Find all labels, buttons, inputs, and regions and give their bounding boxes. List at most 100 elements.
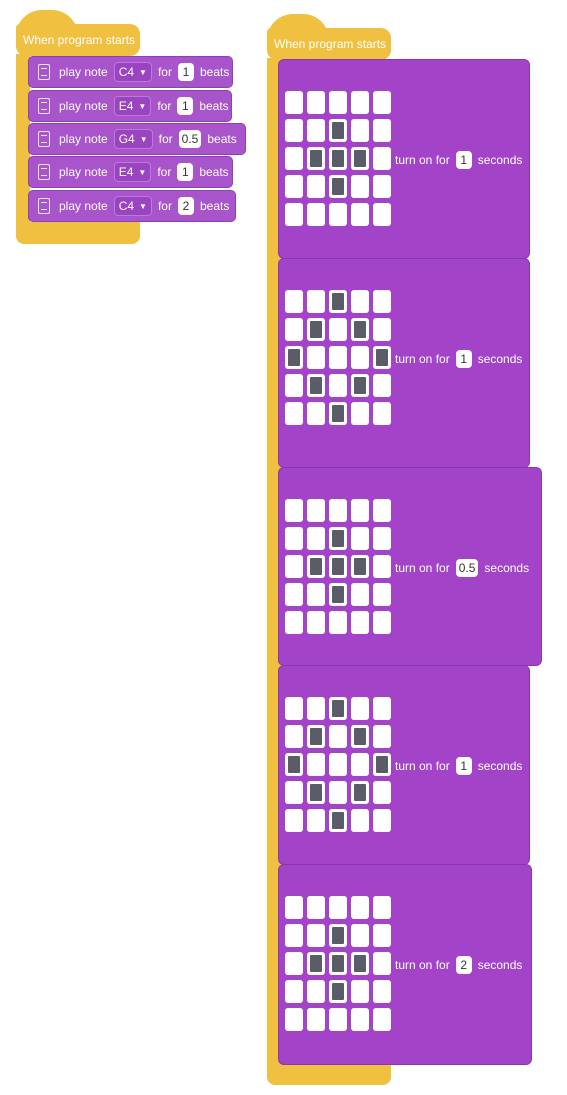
- led-cell[interactable]: [307, 1008, 325, 1031]
- led-cell[interactable]: [373, 781, 391, 804]
- led-cell[interactable]: [329, 203, 347, 226]
- led-cell[interactable]: [351, 499, 369, 522]
- led-cell[interactable]: [285, 1008, 303, 1031]
- led-cell[interactable]: [329, 119, 347, 142]
- led-cell[interactable]: [285, 499, 303, 522]
- led-cell[interactable]: [351, 753, 369, 776]
- led-cell[interactable]: [373, 980, 391, 1003]
- seconds-input[interactable]: 2: [455, 956, 472, 974]
- note-dropdown[interactable]: E4▼: [113, 162, 152, 182]
- led-cell[interactable]: [329, 980, 347, 1003]
- led-cell[interactable]: [351, 725, 369, 748]
- led-cell[interactable]: [329, 175, 347, 198]
- led-cell[interactable]: [373, 91, 391, 114]
- led-cell[interactable]: [373, 952, 391, 975]
- led-cell[interactable]: [307, 583, 325, 606]
- led-cell[interactable]: [351, 203, 369, 226]
- led-cell[interactable]: [373, 809, 391, 832]
- led-cell[interactable]: [307, 175, 325, 198]
- led-cell[interactable]: [351, 119, 369, 142]
- led-cell[interactable]: [285, 753, 303, 776]
- led-cell[interactable]: [285, 555, 303, 578]
- led-cell[interactable]: [329, 809, 347, 832]
- led-cell[interactable]: [285, 781, 303, 804]
- led-cell[interactable]: [329, 725, 347, 748]
- led-cell[interactable]: [285, 980, 303, 1003]
- note-dropdown[interactable]: C4▼: [113, 196, 152, 216]
- led-cell[interactable]: [329, 924, 347, 947]
- led-cell[interactable]: [373, 611, 391, 634]
- led-cell[interactable]: [373, 499, 391, 522]
- beats-input[interactable]: 1: [177, 63, 194, 81]
- led-cell[interactable]: [373, 374, 391, 397]
- led-cell[interactable]: [307, 346, 325, 369]
- led-cell[interactable]: [351, 290, 369, 313]
- led-cell[interactable]: [285, 725, 303, 748]
- led-cell[interactable]: [351, 91, 369, 114]
- led-cell[interactable]: [329, 402, 347, 425]
- led-cell[interactable]: [307, 809, 325, 832]
- seconds-input[interactable]: 0.5: [455, 559, 479, 577]
- led-cell[interactable]: [285, 91, 303, 114]
- led-cell[interactable]: [285, 809, 303, 832]
- led-cell[interactable]: [285, 924, 303, 947]
- note-dropdown[interactable]: G4▼: [113, 129, 153, 149]
- led-cell[interactable]: [307, 203, 325, 226]
- led-cell[interactable]: [307, 697, 325, 720]
- beats-input[interactable]: 2: [177, 197, 194, 215]
- led-cell[interactable]: [373, 583, 391, 606]
- led-cell[interactable]: [307, 499, 325, 522]
- led-cell[interactable]: [329, 611, 347, 634]
- led-cell[interactable]: [351, 147, 369, 170]
- led-cell[interactable]: [285, 697, 303, 720]
- led-cell[interactable]: [351, 346, 369, 369]
- led-cell[interactable]: [373, 1008, 391, 1031]
- seconds-input[interactable]: 1: [455, 757, 472, 775]
- led-cell[interactable]: [307, 725, 325, 748]
- led-cell[interactable]: [351, 611, 369, 634]
- led-cell[interactable]: [351, 583, 369, 606]
- led-cell[interactable]: [373, 318, 391, 341]
- led-cell[interactable]: [285, 346, 303, 369]
- led-cell[interactable]: [285, 611, 303, 634]
- led-cell[interactable]: [351, 809, 369, 832]
- led-cell[interactable]: [329, 583, 347, 606]
- led-cell[interactable]: [373, 402, 391, 425]
- led-cell[interactable]: [307, 290, 325, 313]
- led-cell[interactable]: [373, 725, 391, 748]
- note-dropdown[interactable]: C4▼: [113, 62, 152, 82]
- led-cell[interactable]: [285, 952, 303, 975]
- led-cell[interactable]: [373, 924, 391, 947]
- led-cell[interactable]: [373, 753, 391, 776]
- led-cell[interactable]: [329, 499, 347, 522]
- led-cell[interactable]: [329, 374, 347, 397]
- led-cell[interactable]: [351, 175, 369, 198]
- led-cell[interactable]: [307, 91, 325, 114]
- led-cell[interactable]: [329, 290, 347, 313]
- led-cell[interactable]: [351, 1008, 369, 1031]
- when-program-starts-hat-2[interactable]: When program starts: [267, 14, 391, 60]
- led-cell[interactable]: [307, 952, 325, 975]
- led-cell[interactable]: [351, 555, 369, 578]
- led-cell[interactable]: [285, 203, 303, 226]
- led-cell[interactable]: [307, 924, 325, 947]
- led-cell[interactable]: [351, 952, 369, 975]
- led-cell[interactable]: [373, 147, 391, 170]
- led-cell[interactable]: [373, 896, 391, 919]
- led-cell[interactable]: [351, 980, 369, 1003]
- led-cell[interactable]: [307, 527, 325, 550]
- note-dropdown[interactable]: E4▼: [113, 96, 152, 116]
- led-cell[interactable]: [307, 753, 325, 776]
- led-cell[interactable]: [373, 290, 391, 313]
- led-cell[interactable]: [329, 147, 347, 170]
- led-cell[interactable]: [307, 980, 325, 1003]
- led-cell[interactable]: [373, 203, 391, 226]
- led-cell[interactable]: [307, 611, 325, 634]
- led-cell[interactable]: [373, 346, 391, 369]
- led-cell[interactable]: [307, 119, 325, 142]
